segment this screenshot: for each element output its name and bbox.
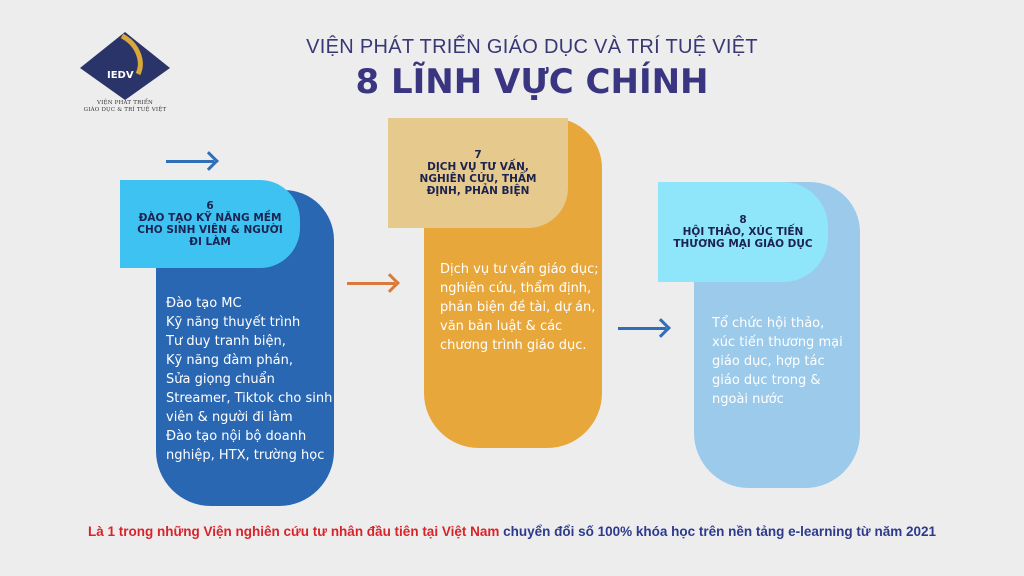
footer-tagline: Là 1 trong những Viện nghiên cứu tư nhân… [0,524,1024,539]
page-title: 8 LĨNH VỰC CHÍNH [355,62,709,102]
card-8-line: xúc tiến thương mại [712,335,843,350]
card-8-line: giáo dục trong & [712,373,821,388]
card-6-line: Sửa giọng chuẩn [166,372,275,387]
card-6-header: 6 ĐÀO TẠO KỸ NĂNG MỀM CHO SINH VIÊN & NG… [120,180,300,268]
card-7-header: 7 DỊCH VỤ TƯ VẤN, NGHIÊN CỨU, THẨM ĐỊNH,… [388,118,568,228]
card-7-line: Dịch vụ tư vấn giáo dục; [440,262,599,277]
card-6-number: 6 [206,200,214,212]
card-7-line: văn bản luật & các [440,319,563,334]
card-7-line: nghiên cứu, thẩm định, [440,281,592,296]
footer-tagline-red: Là 1 trong những Viện nghiên cứu tư nhân… [87,524,500,539]
card-6-line: Streamer, Tiktok cho sinh [166,391,333,406]
card-8-line: ngoài nước [712,392,784,407]
card-7-number: 7 [474,149,482,161]
card-7-heading: DỊCH VỤ TƯ VẤN, NGHIÊN CỨU, THẨM ĐỊNH, P… [419,161,537,197]
graduation-cap-icon [80,32,170,100]
card-6-description: Đào tạo MC Kỹ năng thuyết trình Tư duy t… [166,294,336,465]
card-6-heading: ĐÀO TẠO KỸ NĂNG MỀM CHO SINH VIÊN & NGƯỜ… [137,212,283,248]
arrow-right-icon [166,160,214,163]
card-6-line: Kỹ năng thuyết trình [166,315,301,330]
institute-name: VIỆN PHÁT TRIỂN GIÁO DỤC VÀ TRÍ TUỆ VIỆT [306,36,758,58]
logo-caption-line-1: VIỆN PHÁT TRIỂN [96,100,154,106]
card-8-line: giáo dục, hợp tác [712,354,825,369]
card-6-line: viên & người đi làm [166,410,293,425]
arrow-right-icon [347,282,395,285]
arrow-right-icon [618,327,666,330]
card-6-line: Kỹ năng đàm phán, [166,353,294,368]
logo-caption: VIỆN PHÁT TRIỂN GIÁO DỤC & TRÍ TUỆ VIỆT [70,100,180,114]
card-8-description: Tổ chức hội thảo, xúc tiến thương mại gi… [712,314,862,409]
logo-caption-line-2: GIÁO DỤC & TRÍ TUỆ VIỆT [83,107,167,113]
card-6-line: Đào tạo nội bộ doanh [166,429,307,444]
card-7-description: Dịch vụ tư vấn giáo dục; nghiên cứu, thẩ… [440,260,610,355]
footer-tagline-blue: chuyển đổi số 100% khóa học trên nền tản… [499,524,936,539]
card-7-line: chương trình giáo dục. [440,338,587,353]
card-8-line: Tổ chức hội thảo, [712,316,825,331]
institute-logo: IEDV VIỆN PHÁT TRIỂN GIÁO DỤC & TRÍ TUỆ … [70,30,180,120]
card-6-line: Đào tạo MC [166,296,242,311]
card-8-number: 8 [739,214,747,226]
card-6-line: Tư duy tranh biện, [166,334,286,349]
card-6-line: nghiệp, HTX, trường học [166,448,325,463]
card-7-line: phản biện đề tài, dự án, [440,300,596,315]
card-8-heading: HỘI THẢO, XÚC TIẾN THƯƠNG MẠI GIÁO DỤC [673,226,813,250]
card-8-header: 8 HỘI THẢO, XÚC TIẾN THƯƠNG MẠI GIÁO DỤC [658,182,828,282]
logo-badge: IEDV [107,70,134,81]
